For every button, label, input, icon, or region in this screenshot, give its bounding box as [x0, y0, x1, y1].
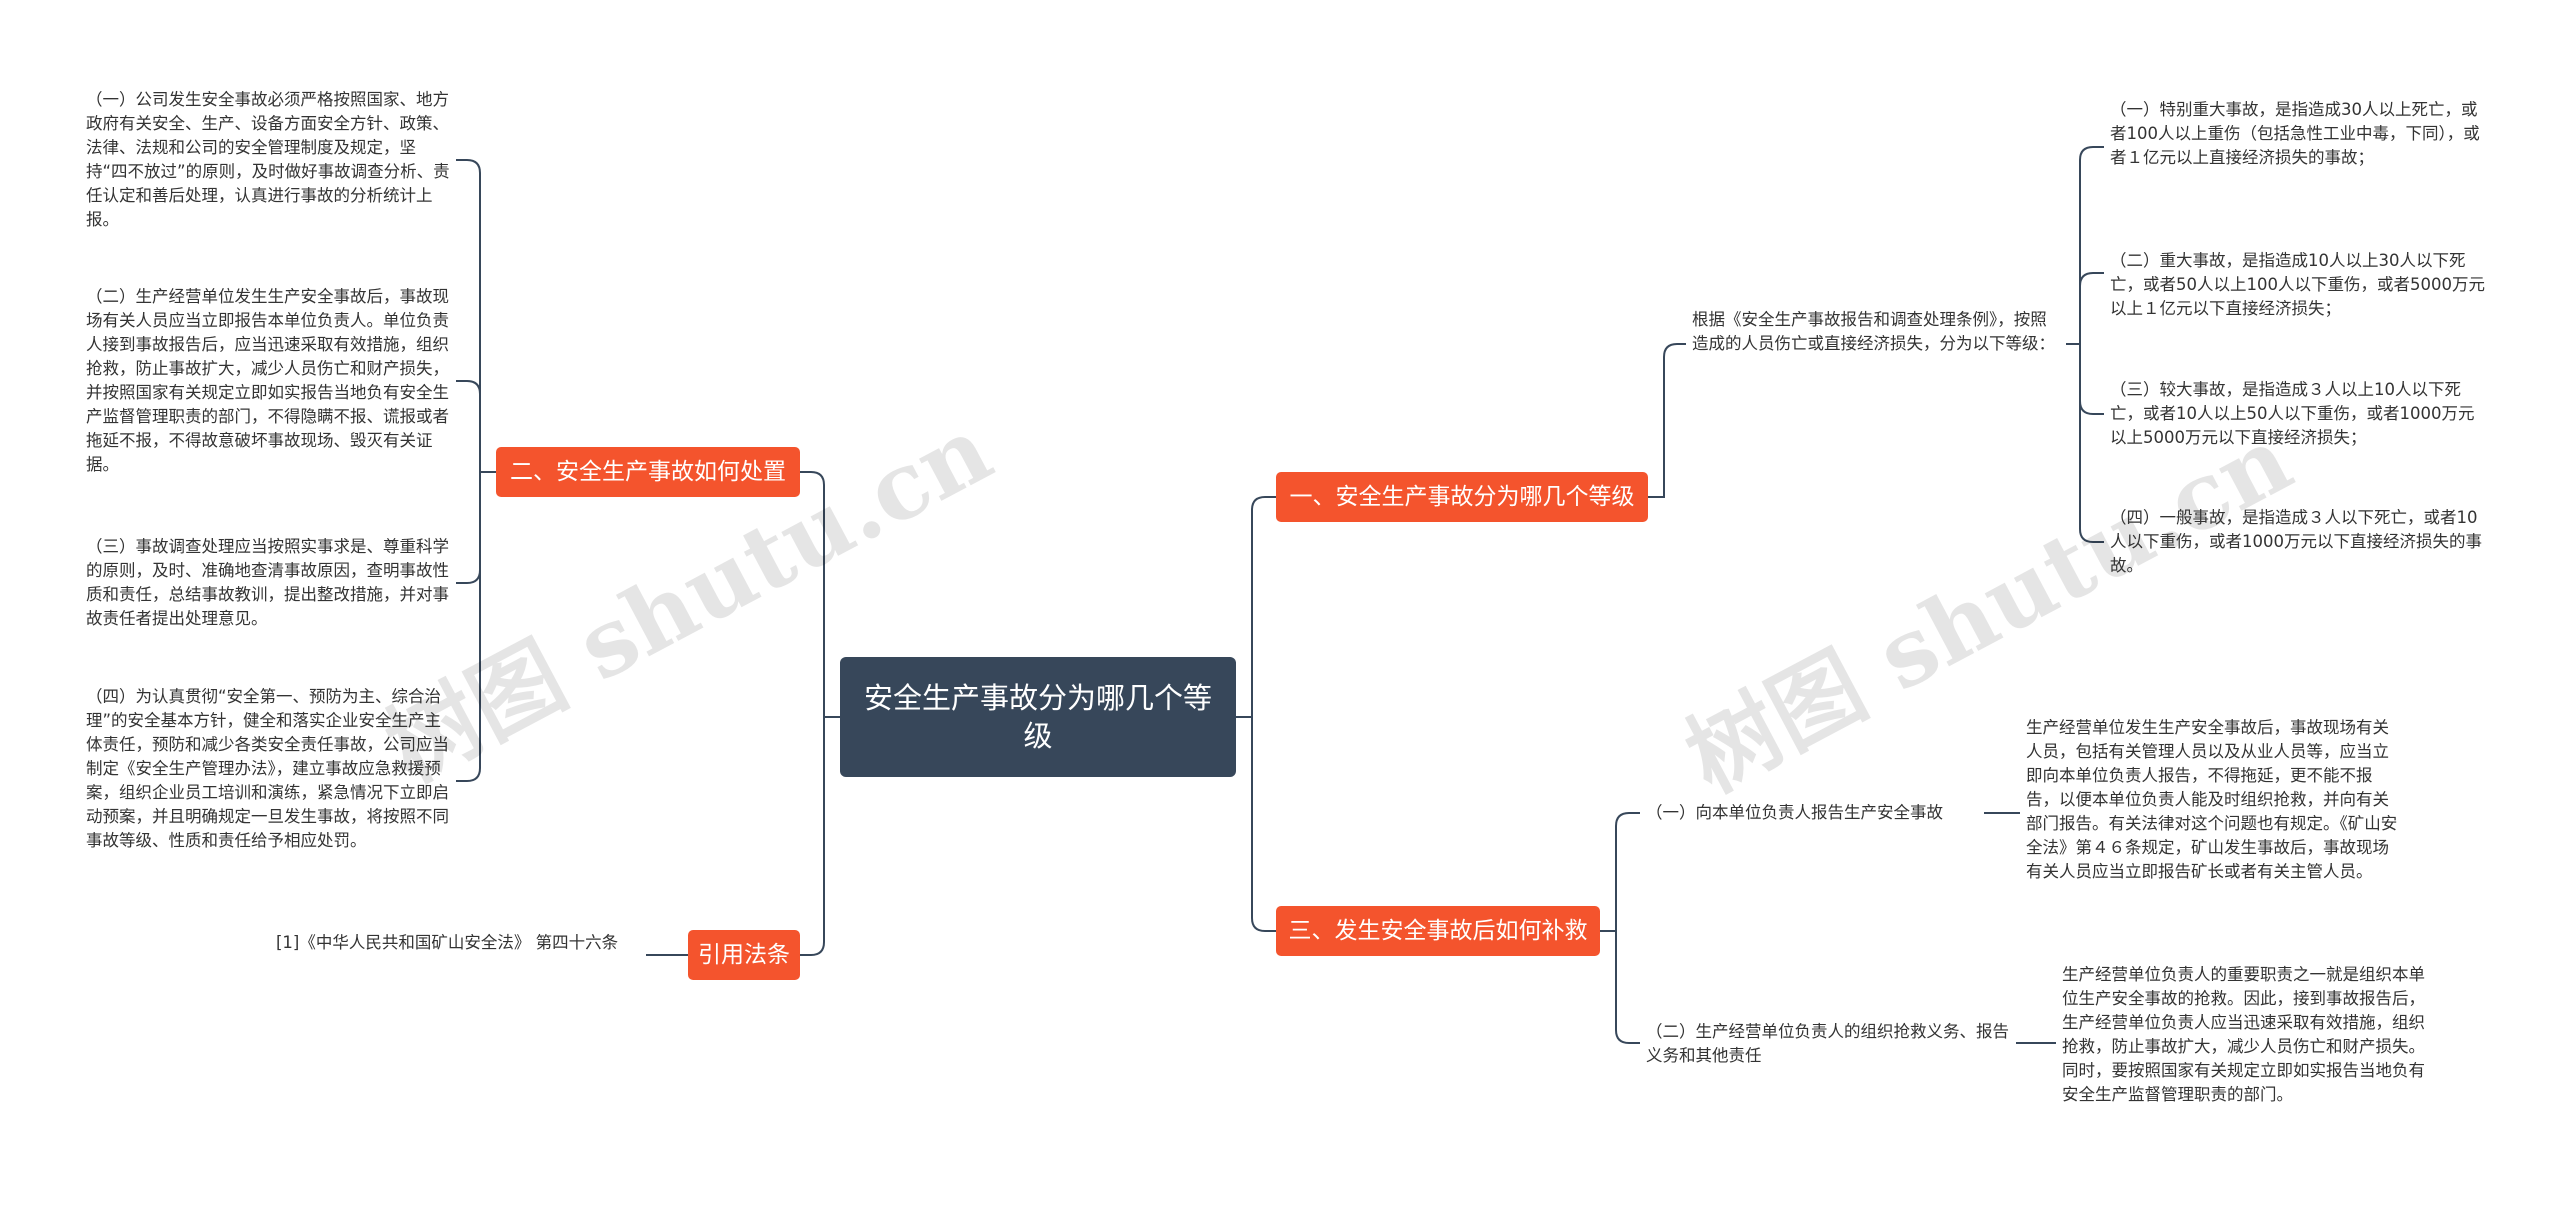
handling-item-4[interactable]: （四）为认真贯彻“安全第一、预防为主、综合治理”的安全基本方针，健全和落实企业安…: [86, 687, 449, 850]
connector-remedy-sub2: [1615, 931, 1640, 1044]
remedy-sub-1[interactable]: （一）向本单位负责人报告生产安全事故: [1646, 803, 1943, 822]
connector-grades-intro: [1648, 343, 1686, 498]
connector-root-grades: [1236, 496, 1276, 718]
handling-item-1[interactable]: （一）公司发生安全事故必须严格按照国家、地方政府有关安全、生产、设备方面安全方针…: [86, 90, 450, 229]
connector-root-handling: [800, 471, 840, 718]
connector-handling-item3: [456, 472, 481, 584]
branch-remedy[interactable]: 三、发生安全事故后如何补救: [1276, 906, 1600, 956]
remedy-sub-1-detail[interactable]: 生产经营单位发生生产安全事故后，事故现场有关人员，包括有关管理人员以及从业人员等…: [2026, 718, 2398, 881]
connector-handling-item4: [456, 472, 481, 782]
connector-remedy-sub1: [1600, 812, 1640, 932]
grades-item-3[interactable]: （三）较大事故，是指造成３人以上10人以下死亡，或者10人以上50人以下重伤，或…: [2110, 380, 2475, 447]
connector-handling-item1: [456, 159, 481, 472]
handling-item-3[interactable]: （三）事故调查处理应当按照实事求是、尊重科学的原则，及时、准确地查清事故原因，查…: [86, 537, 449, 628]
branch-laws[interactable]: 引用法条: [688, 930, 800, 980]
root-node[interactable]: 安全生产事故分为哪几个等级: [840, 657, 1236, 777]
connector-handling-item2: [456, 380, 481, 472]
branch-grades[interactable]: 一、安全生产事故分为哪几个等级: [1276, 472, 1648, 522]
branch-handling[interactable]: 二、安全生产事故如何处置: [496, 447, 800, 497]
connector-root-remedy: [1251, 717, 1276, 932]
laws-item-1[interactable]: [1]《中华人民共和国矿山安全法》 第四十六条: [276, 933, 619, 952]
handling-item-2[interactable]: （二）生产经营单位发生生产安全事故后，事故现场有关人员应当立即报告本单位负责人。…: [86, 287, 449, 474]
connector-intro-item3: [2079, 344, 2104, 415]
grades-intro[interactable]: 根据《安全生产事故报告和调查处理条例》，按照造成的人员伤亡或直接经济损失，分为以…: [1692, 310, 2055, 353]
connector-root-laws: [800, 717, 825, 956]
remedy-sub-2-detail[interactable]: 生产经营单位负责人的重要职责之一就是组织本单位生产安全事故的抢救。因此，接到事故…: [2062, 965, 2425, 1104]
remedy-sub-2[interactable]: （二）生产经营单位负责人的组织抢救义务、报告义务和其他责任: [1646, 1022, 2009, 1065]
grades-item-4[interactable]: （四）一般事故，是指造成３人以下死亡，或者10人以下重伤，或者1000万元以下直…: [2110, 508, 2482, 575]
connector-intro-item2: [2079, 272, 2104, 344]
grades-item-2[interactable]: （二）重大事故，是指造成10人以上30人以下死亡，或者50人以上100人以下重伤…: [2110, 251, 2485, 318]
connector-intro-item1: [2079, 146, 2104, 344]
grades-item-1[interactable]: （一）特别重大事故，是指造成30人以上死亡，或者100人以上重伤（包括急性工业中…: [2110, 100, 2480, 167]
connector-intro-item4: [2079, 344, 2104, 543]
